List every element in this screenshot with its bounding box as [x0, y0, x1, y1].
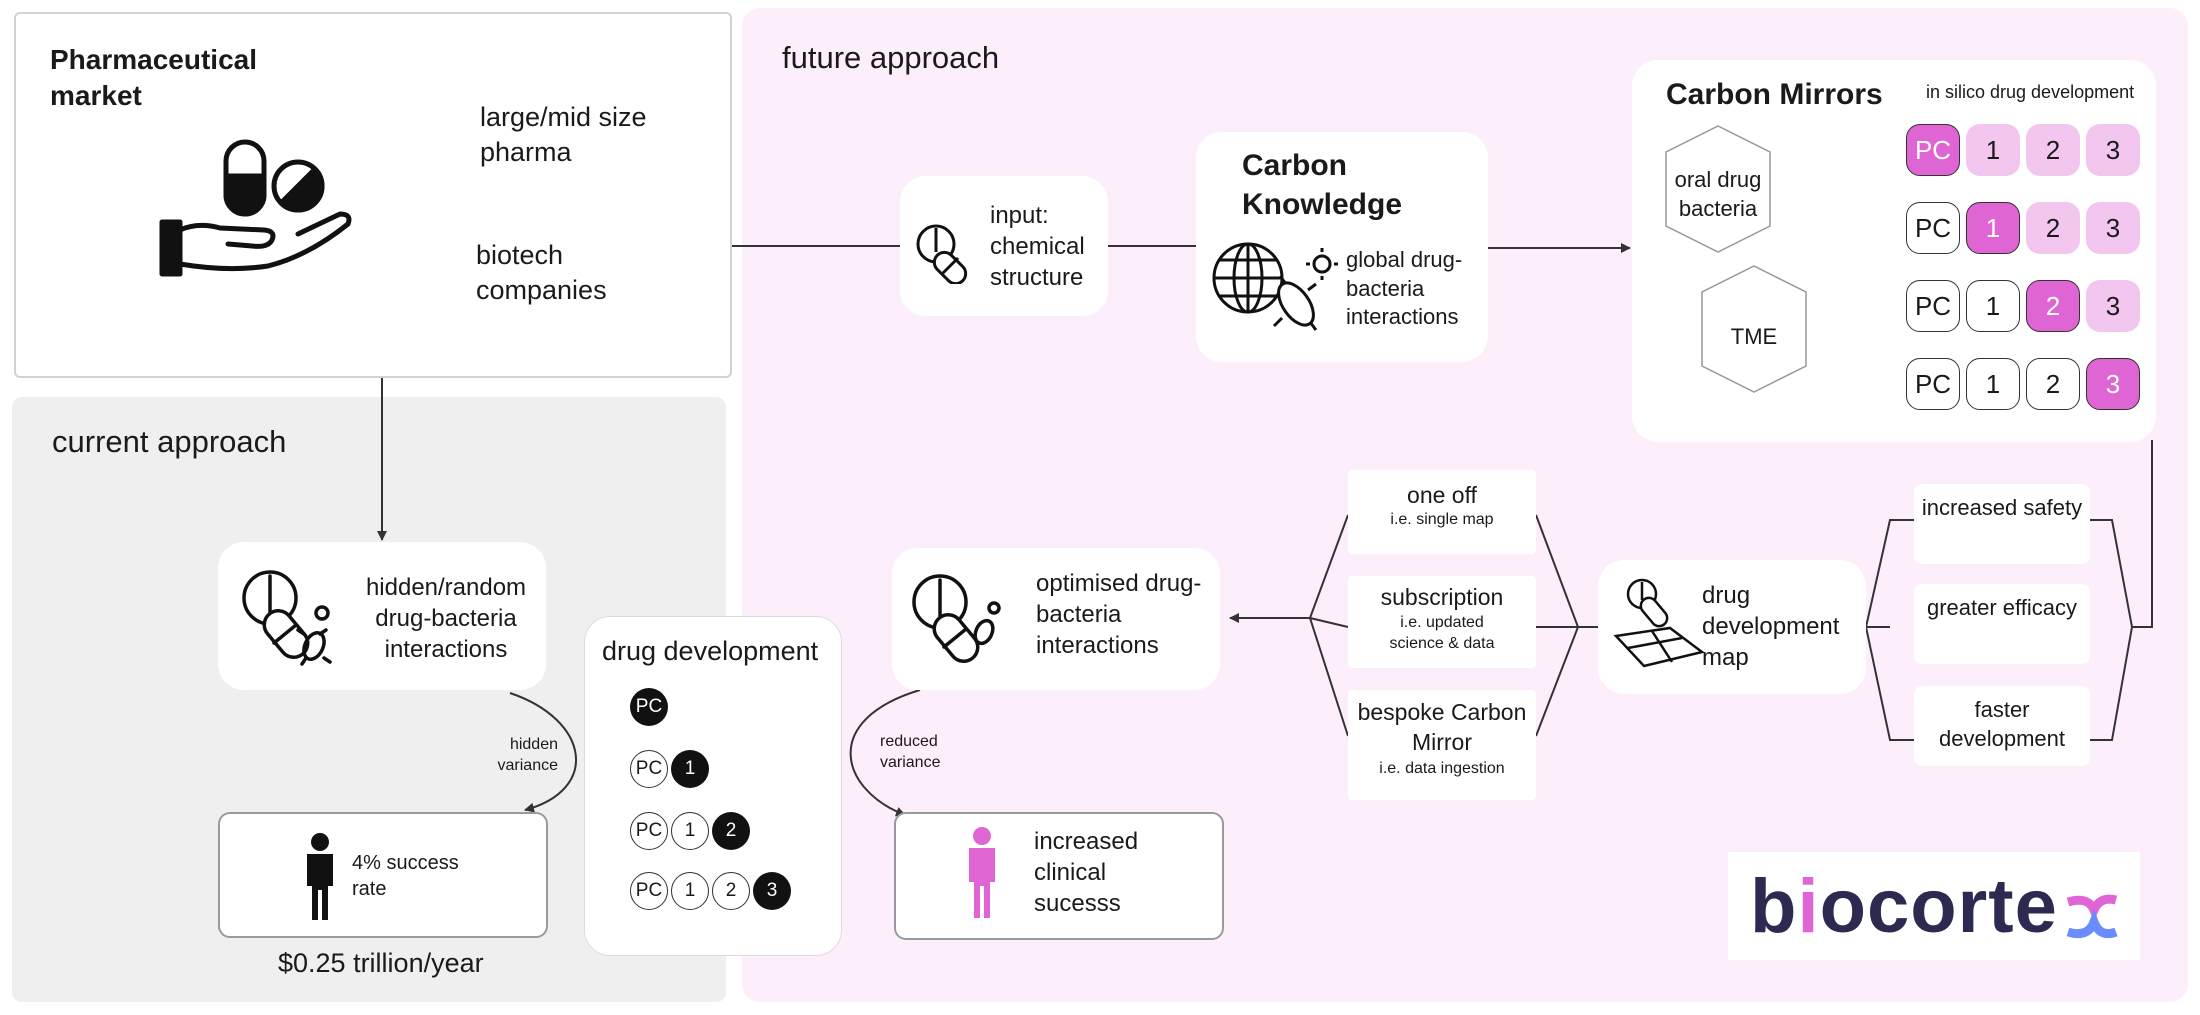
person-icon	[969, 827, 995, 918]
map-pill-icon	[1613, 578, 1705, 668]
logo-box	[1728, 852, 2140, 960]
benefit-efficacy: greater efficacy	[1914, 584, 2090, 664]
stage-2: 2	[712, 872, 750, 910]
stage-row: PC	[630, 688, 668, 726]
grid-1: 1	[1966, 124, 2020, 176]
hidden-interactions-label: hidden/random drug-bacteria interactions	[365, 574, 527, 664]
svg-text:biocorte: biocorte	[1750, 866, 2058, 949]
market-box	[14, 12, 732, 378]
drug-map-label: drug development map	[1702, 582, 1840, 672]
benefit-faster: faster development	[1914, 686, 2090, 766]
offer-subscription: subscription i.e. updated science & data	[1348, 576, 1536, 668]
reduced-variance-label: reduced variance	[880, 733, 941, 771]
carbon-mirrors-subtitle: in silico drug development	[1926, 82, 2135, 102]
globe-bacteria-icon	[1212, 242, 1338, 331]
carbon-knowledge-title: Carbon Knowledge	[1242, 149, 1403, 221]
offer-one-off-title: one off	[1407, 482, 1477, 508]
offer-subscription-sub: i.e. updated science & data	[1389, 614, 1495, 652]
pills-hand-icon	[159, 139, 352, 277]
mirror-grid-row: PC 1 2 3	[1906, 280, 2140, 332]
grid-3: 3	[2086, 124, 2140, 176]
carbon-mirrors-title: Carbon Mirrors	[1666, 78, 1883, 111]
stage-pc: PC	[630, 872, 668, 910]
optimised-label: optimised drug-bacteria interactions	[1036, 570, 1202, 660]
stage-1: 1	[671, 812, 709, 850]
pill-bacteria-icon	[242, 570, 332, 666]
future-section-title: future approach	[782, 40, 1000, 75]
stage-pc: PC	[630, 812, 668, 850]
grid-2: 2	[2026, 124, 2080, 176]
grid-pc: PC	[1906, 280, 1960, 332]
stage-row: PC 1 2 3	[630, 872, 791, 910]
segment-pharma: large/mid size pharma	[480, 102, 647, 168]
current-section-title: current approach	[52, 424, 287, 459]
grid-1: 1	[1966, 280, 2020, 332]
person-icon	[307, 833, 333, 920]
success-rate-label: 4% success rate	[352, 852, 459, 900]
mirror-grid-row: PC 1 2 3	[1906, 358, 2140, 410]
offer-bespoke: bespoke Carbon Mirror i.e. data ingestio…	[1348, 690, 1536, 800]
grid-3: 3	[2086, 202, 2140, 254]
pills-icon	[916, 224, 968, 284]
cost-label: $0.25 trillion/year	[278, 948, 484, 978]
stage-pc: PC	[630, 750, 668, 788]
benefit-safety: increased safety	[1914, 484, 2090, 564]
offer-one-off: one off i.e. single map	[1348, 470, 1536, 554]
grid-1: 1	[1966, 202, 2020, 254]
stage-row: PC 1 2	[630, 812, 750, 850]
grid-2: 2	[2026, 280, 2080, 332]
offer-one-off-sub: i.e. single map	[1390, 511, 1494, 528]
offer-subscription-title: subscription	[1380, 584, 1504, 610]
success-rate-card	[218, 812, 548, 938]
stage-1: 1	[671, 750, 709, 788]
offer-bespoke-sub: i.e. data ingestion	[1379, 759, 1505, 777]
drug-development-title: drug development	[602, 636, 819, 666]
grid-pc: PC	[1906, 202, 1960, 254]
grid-1: 1	[1966, 358, 2020, 410]
hex-tme-label: TME	[1730, 324, 1778, 349]
biocortex-logo: biocorte	[1750, 866, 2118, 949]
segment-biotech: biotech companies	[476, 240, 607, 306]
grid-3: 3	[2086, 358, 2140, 410]
stage-row: PC 1	[630, 750, 709, 788]
mirror-grid-row: PC 1 2 3	[1906, 202, 2140, 254]
stage-2: 2	[712, 812, 750, 850]
grid-3: 3	[2086, 280, 2140, 332]
carbon-knowledge-card	[1196, 132, 1488, 362]
stage-1: 1	[671, 872, 709, 910]
clinical-success-card	[894, 812, 1224, 940]
grid-2: 2	[2026, 358, 2080, 410]
offer-bespoke-title: bespoke Carbon Mirror	[1357, 699, 1527, 755]
stage-3: 3	[753, 872, 791, 910]
hidden-variance-label: hidden variance	[497, 736, 558, 774]
mirror-grid-row: PC 1 2 3	[1906, 124, 2140, 176]
clinical-success-label: increased clinical sucesss	[1034, 828, 1139, 918]
input-label: input: chemical structure	[990, 202, 1085, 292]
stage-pc: PC	[630, 688, 668, 726]
grid-pc: PC	[1906, 124, 1960, 176]
grid-2: 2	[2026, 202, 2080, 254]
carbon-knowledge-desc: global drug-bacteria interactions	[1346, 247, 1463, 330]
grid-pc: PC	[1906, 358, 1960, 410]
market-title: Pharmaceutical market	[50, 44, 257, 112]
pill-bacteria-icon	[912, 574, 1001, 663]
hexagons	[1665, 125, 1807, 393]
hex-oral-label: oral drug bacteria	[1674, 167, 1762, 221]
